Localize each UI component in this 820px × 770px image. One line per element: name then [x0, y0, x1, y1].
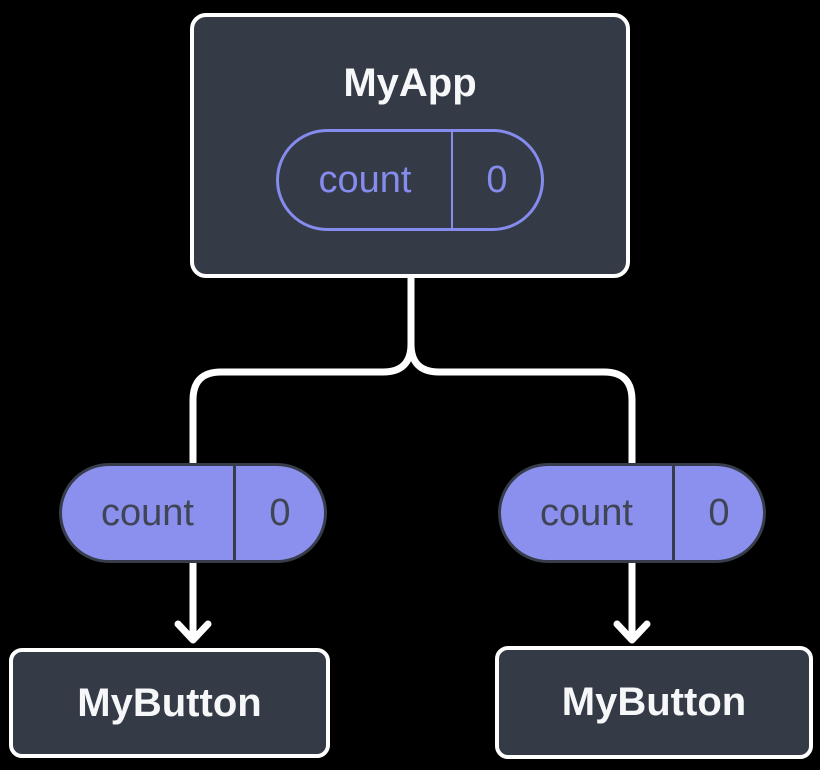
root-state-pill-divider — [451, 132, 453, 228]
arrow-head-left — [174, 620, 212, 644]
child-state-pill-right: count 0 — [498, 463, 766, 563]
child-left-pill-divider — [233, 466, 236, 560]
child-left-state-value: 0 — [269, 491, 291, 534]
child-right-state-value: 0 — [708, 491, 730, 534]
root-state-name: count — [318, 158, 412, 201]
root-state-value: 0 — [486, 158, 508, 201]
myapp-node: MyApp count 0 — [190, 13, 630, 278]
myapp-title: MyApp — [343, 61, 477, 105]
root-state-pill: count 0 — [276, 129, 544, 231]
child-right-pill-divider — [672, 466, 675, 560]
fork-connector-right — [407, 274, 636, 467]
mybutton-left-title: MyButton — [77, 680, 262, 725]
fork-connector-left — [189, 274, 415, 467]
child-left-state-name: count — [101, 491, 194, 534]
mybutton-node-right: MyButton — [495, 646, 813, 759]
arrow-head-right — [613, 620, 651, 644]
child-right-state-name: count — [540, 491, 633, 534]
child-state-pill-left: count 0 — [59, 463, 327, 563]
mybutton-node-left: MyButton — [9, 648, 330, 758]
mybutton-right-title: MyButton — [561, 680, 747, 724]
